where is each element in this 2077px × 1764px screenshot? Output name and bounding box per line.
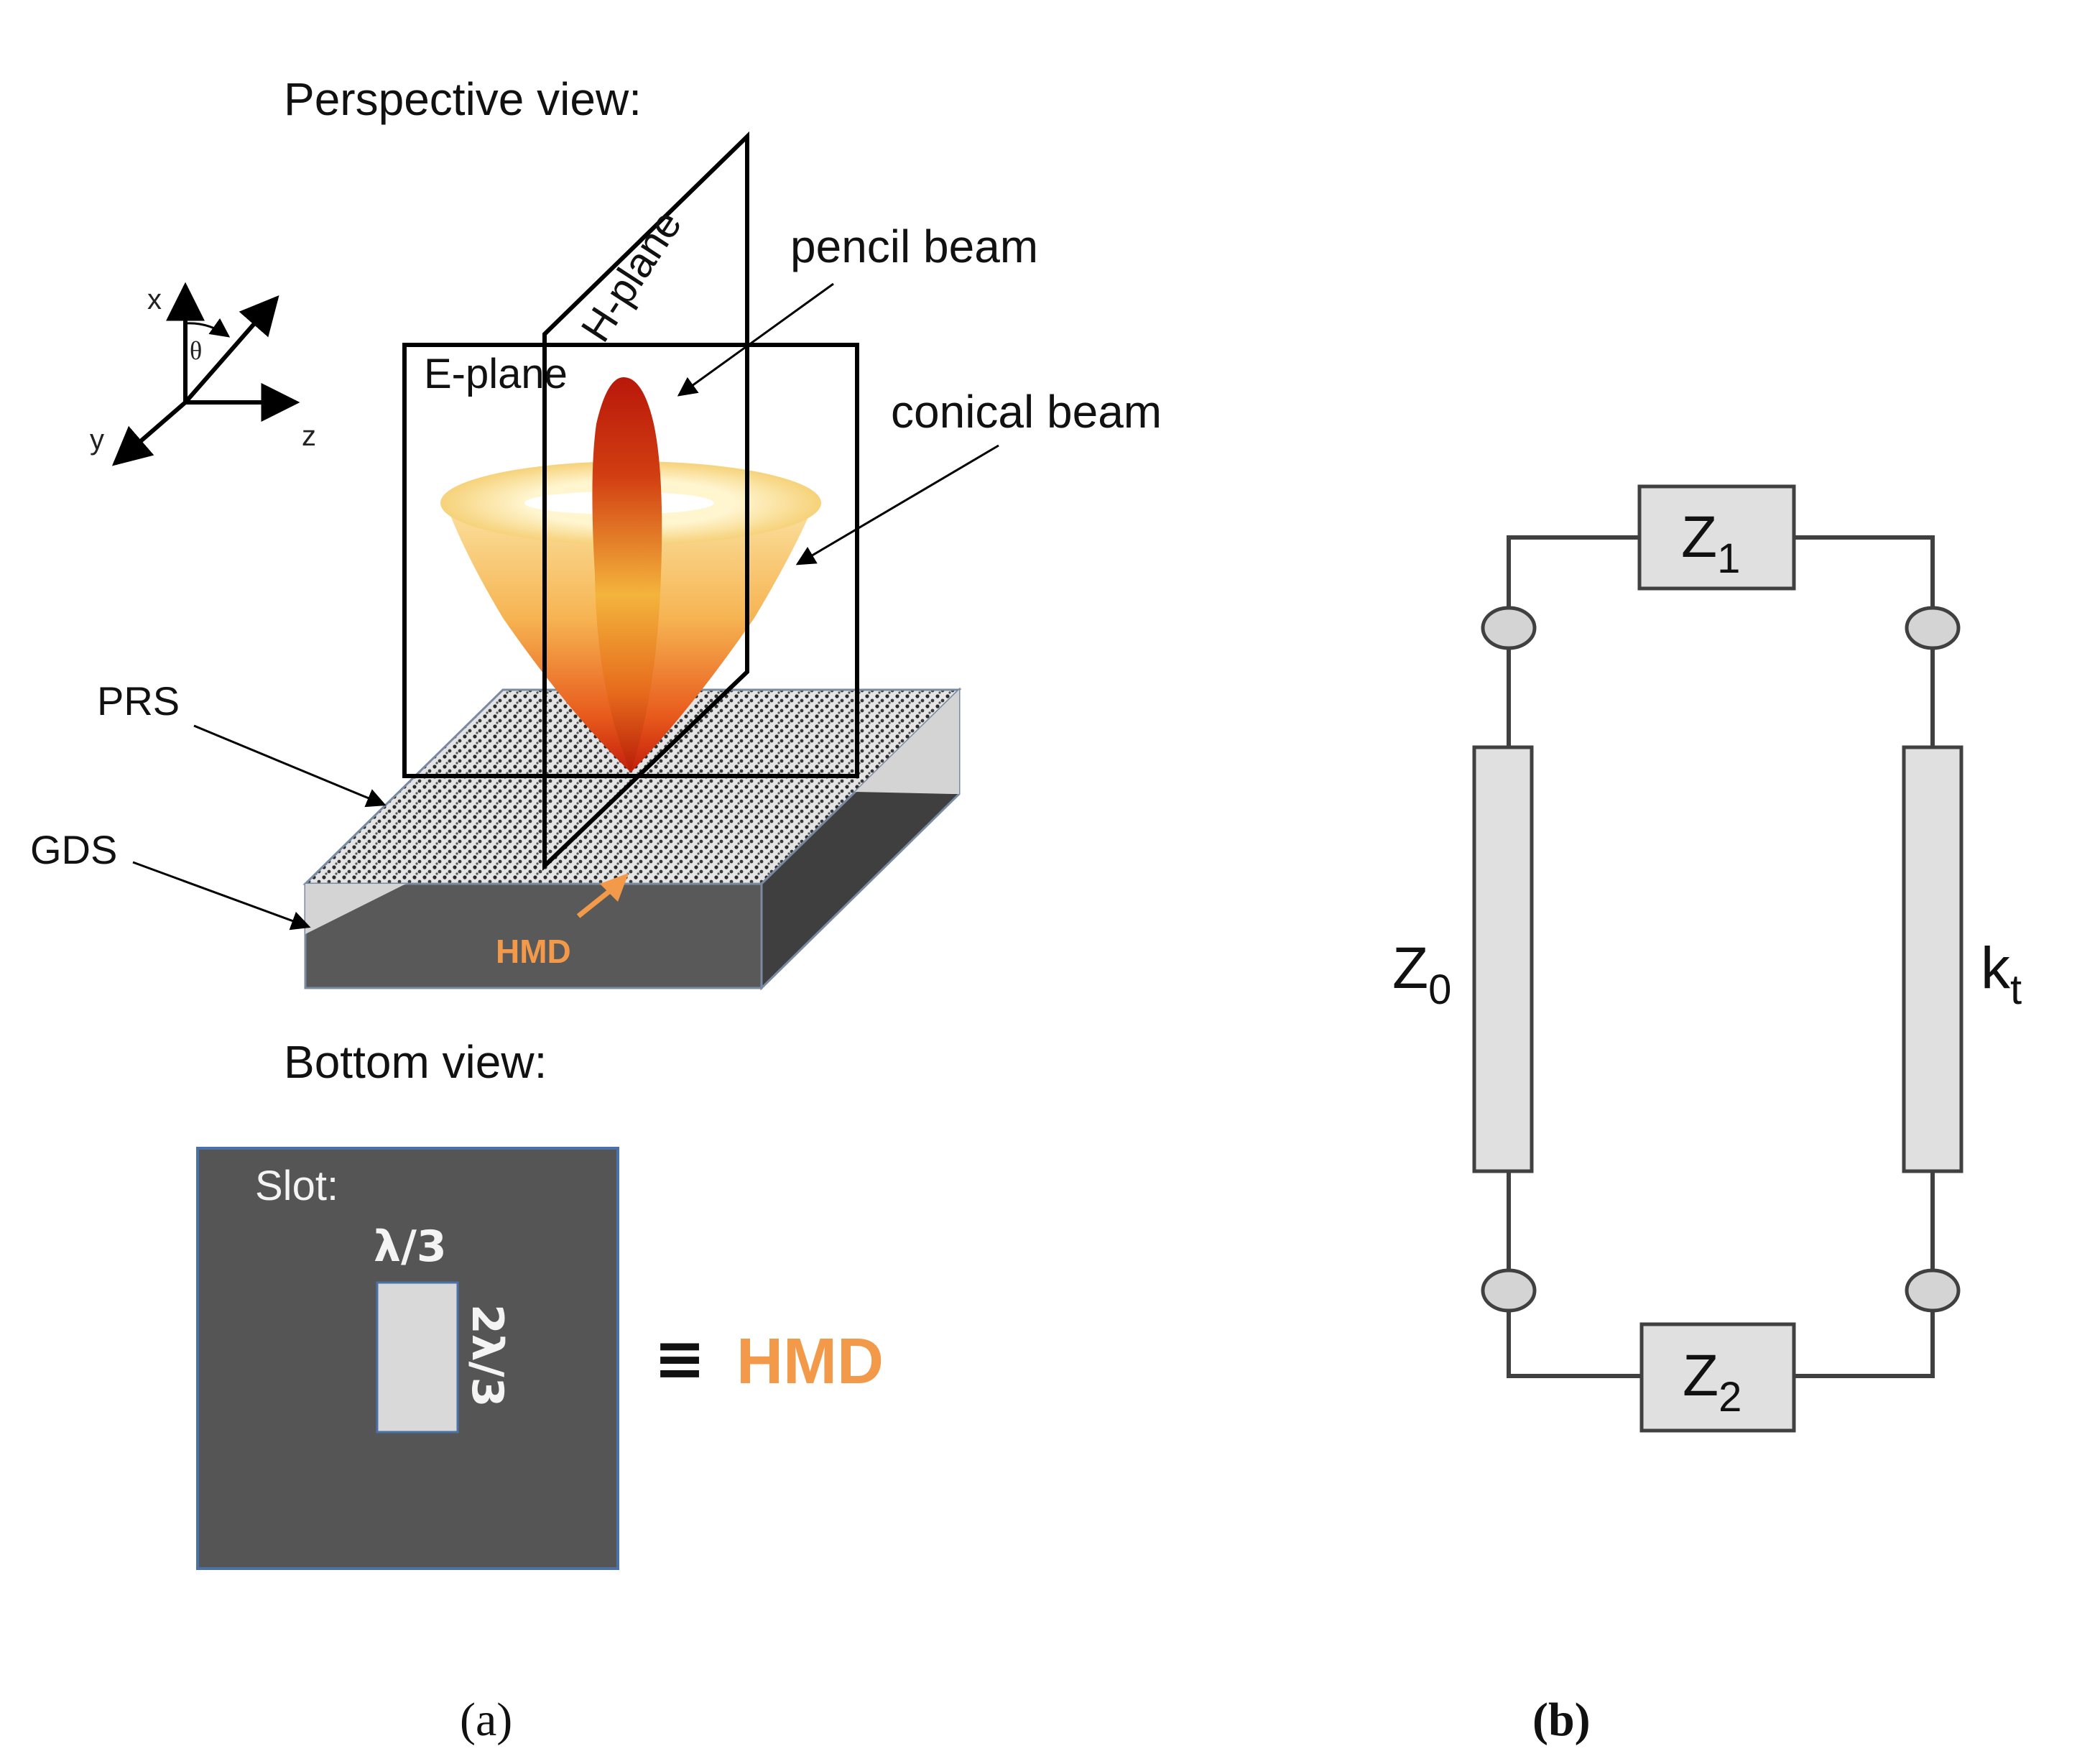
circuit-wires <box>1507 535 1935 1378</box>
slot-height-label: 2λ/3 <box>462 1304 512 1407</box>
z1-label: Z1 <box>1681 504 1740 582</box>
port-bottom-left <box>1481 1268 1537 1313</box>
axis-label-x: x <box>147 284 162 315</box>
port-top-right <box>1905 606 1961 650</box>
equivalent-hmd-label: HMD <box>736 1326 884 1398</box>
z0-label: Z0 <box>1392 936 1451 1013</box>
pencil-beam-arrow <box>677 282 834 397</box>
gds-front-light-strip <box>305 884 406 934</box>
panel-a: Perspective view: x z y θ E-plane <box>30 73 1162 1746</box>
pencil-beam <box>592 377 662 772</box>
h-plane <box>542 131 749 872</box>
gds-side-light-strip <box>855 690 959 794</box>
transmission-line-kt <box>1902 745 1963 1173</box>
axis-label-z: z <box>302 420 316 452</box>
port-top-left <box>1481 606 1537 650</box>
axis-label-y: y <box>90 424 104 456</box>
slot <box>376 1281 459 1433</box>
slot-width-label: λ/3 <box>374 1222 447 1272</box>
bottom-view-title: Bottom view: <box>284 1036 547 1088</box>
axis-label-theta: θ <box>190 336 202 365</box>
z2-impedance <box>1639 1322 1796 1433</box>
prs-label: PRS <box>97 678 180 724</box>
circuit-ports <box>1481 606 1961 1313</box>
theta-arc <box>185 318 231 338</box>
y-axis <box>111 400 187 466</box>
coordinate-axes <box>111 282 300 466</box>
h-plane-label: H-plane <box>572 202 690 350</box>
prs-arrow <box>193 724 387 808</box>
perspective-view-title: Perspective view: <box>284 73 642 125</box>
substrate-slab <box>302 687 962 991</box>
caption-b: (b) <box>1532 1694 1591 1746</box>
z2-label: Z2 <box>1683 1343 1741 1421</box>
beam-direction-axis <box>183 295 279 404</box>
slot-label: Slot: <box>255 1163 338 1209</box>
e-plane <box>402 343 859 778</box>
gds-arrow <box>132 861 311 931</box>
equivalence-symbol: ≡ <box>654 1323 706 1395</box>
conical-beam-label: conical beam <box>891 386 1162 438</box>
transmission-line-z0 <box>1472 745 1534 1173</box>
z1-impedance <box>1637 484 1796 591</box>
panel-b: Z1 Z2 Z0 kt (b) <box>1392 484 2022 1746</box>
hmd-arrow-head <box>600 873 629 902</box>
port-bottom-right <box>1905 1268 1961 1313</box>
pencil-beam-label: pencil beam <box>790 221 1038 272</box>
caption-a: (a) <box>460 1694 512 1746</box>
kt-label: kt <box>1981 936 2022 1013</box>
hmd-label: HMD <box>496 933 571 970</box>
conical-beam-arrow <box>795 444 999 565</box>
gds-label: GDS <box>30 827 117 872</box>
